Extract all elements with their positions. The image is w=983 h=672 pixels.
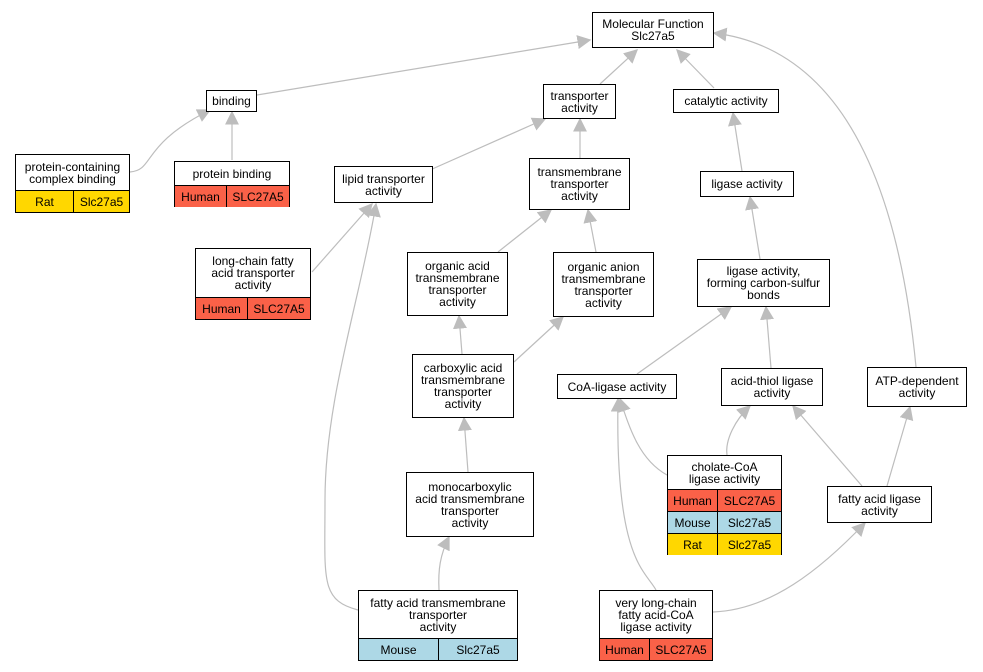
annotation-row: Human SLC27A5 xyxy=(668,489,781,511)
species-cell: Mouse xyxy=(359,639,438,660)
node-atp-dependent-activity[interactable]: ATP-dependent activity xyxy=(867,367,967,407)
node-cholate-coa-ligase-activity[interactable]: cholate-CoA ligase activity Human SLC27A… xyxy=(667,455,782,555)
edge-lcs-ligase xyxy=(745,195,761,260)
node-label: organic acid transmembrane transporter a… xyxy=(415,259,500,309)
edge-chol-atl xyxy=(726,405,752,456)
gene-cell: SLC27A5 xyxy=(649,639,712,660)
annotation-row: Rat Slc27a5 xyxy=(16,190,129,212)
node-transmembrane-transporter-activity[interactable]: transmembrane transporter activity xyxy=(529,158,630,210)
species-cell: Human xyxy=(668,490,717,511)
node-carboxylic-acid-transmembrane-transporter[interactable]: carboxylic acid transmembrane transporte… xyxy=(412,354,514,418)
species-cell: Human xyxy=(175,186,226,207)
node-label: lipid transporter activity xyxy=(342,171,425,198)
annotation-row: Human SLC27A5 xyxy=(175,185,289,207)
edge-fal-atp xyxy=(886,405,914,487)
node-label: transporter activity xyxy=(550,88,609,115)
edge-mono-cat xyxy=(457,416,472,473)
node-acid-thiol-ligase-activity[interactable]: acid-thiol ligase activity xyxy=(721,368,823,406)
gene-cell: SLC27A5 xyxy=(226,186,289,207)
edge-fal-atl xyxy=(792,404,863,487)
node-label: monocarboxylic acid transmembrane transp… xyxy=(415,479,525,530)
node-label: binding xyxy=(212,94,251,108)
edge-chol-coa xyxy=(617,397,668,476)
node-label: CoA-ligase activity xyxy=(567,379,667,394)
node-label: carboxylic acid transmembrane transporte… xyxy=(420,361,506,411)
node-coa-ligase-activity[interactable]: CoA-ligase activity xyxy=(557,374,677,399)
species-cell: Human xyxy=(196,298,247,319)
gene-cell: Slc27a5 xyxy=(717,512,781,533)
gene-cell: Slc27a5 xyxy=(73,191,129,212)
node-label: organic anion transmembrane transporter … xyxy=(561,259,646,310)
node-lipid-transporter-activity[interactable]: lipid transporter activity xyxy=(334,166,433,203)
node-label: acid-thiol ligase activity xyxy=(730,374,814,400)
edge-pcb-binding xyxy=(129,109,212,173)
edge-transporter-mf xyxy=(599,49,639,85)
edge-oant-tmt xyxy=(583,208,598,253)
edge-catalytic-mf xyxy=(676,48,715,89)
gene-cell: Slc27a5 xyxy=(717,534,781,555)
gene-cell: Slc27a5 xyxy=(438,639,517,660)
node-binding[interactable]: binding xyxy=(206,90,257,112)
node-ligase-forming-carbon-sulfur-bonds[interactable]: ligase activity, forming carbon-sulfur b… xyxy=(697,259,830,307)
node-organic-acid-transmembrane-transporter[interactable]: organic acid transmembrane transporter a… xyxy=(407,252,508,316)
edge-binding-mf xyxy=(256,35,592,96)
node-label: very long-chain fatty acid-CoA ligase ac… xyxy=(615,595,697,634)
node-label: Molecular Function Slc27a5 xyxy=(602,17,704,43)
node-fatty-acid-ligase-activity[interactable]: fatty acid ligase activity xyxy=(827,486,932,523)
node-label: ATP-dependent activity xyxy=(875,374,959,400)
node-monocarboxylic-acid-transmembrane-transporter[interactable]: monocarboxylic acid transmembrane transp… xyxy=(406,472,534,537)
edge-ligase-catalytic xyxy=(728,111,743,172)
gene-cell: SLC27A5 xyxy=(717,490,781,511)
node-label: fatty acid transmembrane transporter act… xyxy=(370,595,506,634)
edge-atl-lcs xyxy=(760,305,775,369)
edge-lcfa-lipid xyxy=(311,202,373,273)
edge-atp-mf xyxy=(712,27,917,368)
annotation-row: Human SLC27A5 xyxy=(600,638,712,660)
species-cell: Rat xyxy=(16,191,73,212)
edge-vlc-fal xyxy=(712,521,866,613)
node-ligase-activity[interactable]: ligase activity xyxy=(700,171,794,197)
node-label: fatty acid ligase activity xyxy=(838,491,921,518)
node-label: catalytic activity xyxy=(684,94,768,108)
annotation-row: Mouse Slc27a5 xyxy=(359,638,517,660)
node-label: cholate-CoA ligase activity xyxy=(688,459,761,486)
node-fatty-acid-transmembrane-transporter[interactable]: fatty acid transmembrane transporter act… xyxy=(358,590,518,661)
gene-cell: SLC27A5 xyxy=(247,298,310,319)
node-protein-containing-complex-binding[interactable]: protein-containing complex binding Rat S… xyxy=(15,154,130,213)
edge-fatt-lipid xyxy=(324,202,381,611)
node-catalytic-activity[interactable]: catalytic activity xyxy=(673,89,779,113)
annotation-row: Mouse Slc27a5 xyxy=(668,511,781,533)
edge-coa-lcs xyxy=(636,306,733,375)
edge-vlc-coa xyxy=(610,397,657,591)
edge-cat-oant xyxy=(513,316,565,363)
node-label: protein-containing complex binding xyxy=(24,159,121,186)
node-transporter-activity[interactable]: transporter activity xyxy=(543,84,616,119)
annotation-row: Rat Slc27a5 xyxy=(668,533,781,555)
node-protein-binding[interactable]: protein binding Human SLC27A5 xyxy=(174,161,290,207)
node-label: ligase activity, forming carbon-sulfur b… xyxy=(706,264,821,302)
node-label: ligase activity xyxy=(711,177,783,191)
node-molecular-function[interactable]: Molecular Function Slc27a5 xyxy=(592,12,714,48)
node-label: long-chain fatty acid transporter activi… xyxy=(211,254,295,292)
annotation-row: Human SLC27A5 xyxy=(196,297,310,319)
edge-lipid-transporter xyxy=(429,117,547,171)
species-cell: Human xyxy=(600,639,649,660)
node-label: transmembrane transporter activity xyxy=(537,165,622,203)
node-label: protein binding xyxy=(192,166,272,181)
species-cell: Mouse xyxy=(668,512,717,533)
node-very-long-chain-fatty-acid-coa-ligase[interactable]: very long-chain fatty acid-CoA ligase ac… xyxy=(599,590,713,661)
species-cell: Rat xyxy=(668,534,717,555)
node-organic-anion-transmembrane-transporter[interactable]: organic anion transmembrane transporter … xyxy=(553,252,654,317)
edge-cat-oat xyxy=(453,314,467,355)
node-long-chain-fatty-acid-transporter[interactable]: long-chain fatty acid transporter activi… xyxy=(195,248,311,320)
edge-oat-tmt xyxy=(497,209,553,253)
edge-fatt-mono xyxy=(437,535,450,591)
